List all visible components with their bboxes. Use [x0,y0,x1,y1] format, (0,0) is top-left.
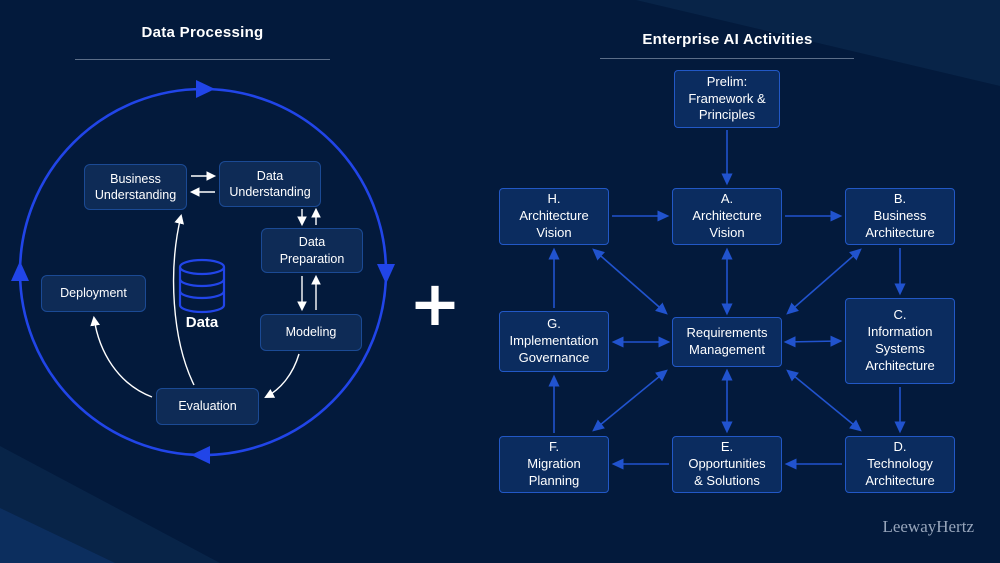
left-title-underline [75,59,330,60]
arrow-req-b [786,248,862,315]
node-d-technology-architecture: D. Technology Architecture [845,436,955,493]
right-section-title: Enterprise AI Activities [642,31,813,48]
node-b-business-architecture: B. Business Architecture [845,188,955,245]
node-e-opportunities-solutions: E. Opportunities & Solutions [672,436,782,493]
right-title-underline [600,58,854,59]
database-icon [178,258,226,314]
process-cycle-circle [11,80,395,464]
right-flow-arrows [548,130,906,470]
node-requirements-management: Requirements Management [672,317,782,367]
left-flow-arrows [90,171,321,398]
node-evaluation: Evaluation [156,388,259,425]
brand-watermark: LeewayHertz [882,517,974,536]
left-section-title: Data Processing [141,24,264,41]
arrow-modeling-to-evaluation [264,353,300,398]
arrow-evaluation-to-bu [172,213,195,386]
corner-decoration-bottom-left [0,446,220,563]
plus-sign: + [409,267,461,340]
node-a-architecture-vision: A. Architecture Vision [672,188,782,245]
arrow-req-d [786,369,862,432]
cycle-arrowhead-bottom [191,446,210,464]
cycle-arrowhead-right [377,264,395,284]
node-data-understanding: Data Understanding [219,161,321,207]
arrow-req-h [592,248,668,315]
node-h-architecture-vision: H. Architecture Vision [499,188,609,245]
node-prelim-framework-principles: Prelim: Framework & Principles [674,70,780,128]
node-data-preparation: Data Preparation [261,228,363,273]
corner-decoration-top-right [636,0,1000,86]
arrow-evaluation-to-deployment [90,315,153,398]
node-f-migration-planning: F. Migration Planning [499,436,609,493]
arrow-req-c [783,335,843,348]
cycle-arrowhead-left [11,261,29,281]
arrow-req-f [592,369,668,432]
data-cylinder-label: Data [185,314,219,331]
cycle-arrowhead-top [196,80,215,98]
node-g-implementation-governance: G. Implementation Governance [499,311,609,372]
node-modeling: Modeling [260,314,362,351]
node-c-information-systems-architecture: C. Information Systems Architecture [845,298,955,384]
node-business-understanding: Business Understanding [84,164,187,210]
node-deployment: Deployment [41,275,146,312]
